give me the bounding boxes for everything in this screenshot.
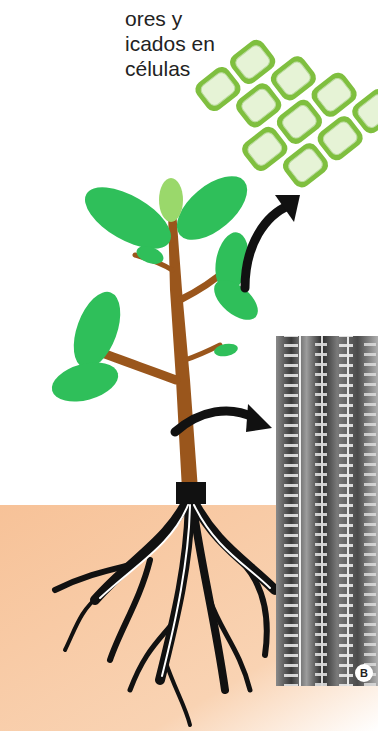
leaf-bud <box>159 178 183 222</box>
leaves <box>65 286 130 375</box>
leaves <box>47 164 264 408</box>
plant-cell <box>233 43 271 80</box>
stem <box>95 210 228 490</box>
root-collar <box>176 482 206 504</box>
panel-letter: B <box>360 668 368 679</box>
root-highlight <box>100 505 270 676</box>
plant-cell <box>280 103 318 140</box>
plant-cell <box>286 147 324 184</box>
leaves <box>213 342 239 358</box>
roots <box>210 600 250 690</box>
text-fragment: células <box>125 58 190 79</box>
micrograph <box>276 336 378 686</box>
pointer-arrow <box>245 205 290 288</box>
root-highlight <box>162 505 190 676</box>
pointer-arrow <box>175 411 255 432</box>
micrograph <box>347 336 349 686</box>
roots <box>55 495 275 725</box>
plant-cell <box>239 87 277 124</box>
text-fragment: ores y <box>125 8 182 29</box>
micrograph <box>276 336 378 686</box>
stem <box>168 210 198 490</box>
arrow-head <box>275 195 300 222</box>
roots <box>55 565 130 590</box>
root-highlight <box>100 505 188 598</box>
micrograph <box>321 336 323 686</box>
pointer-arrow <box>175 205 290 432</box>
arrow-head <box>246 404 272 432</box>
text-fragment: icados en <box>125 33 215 54</box>
roots <box>65 595 100 650</box>
roots <box>160 495 190 680</box>
plant-cell <box>356 92 378 129</box>
plant-cell <box>321 120 359 157</box>
plant-cell <box>199 70 237 107</box>
cell-grid <box>192 0 378 205</box>
plant-cell <box>192 0 378 205</box>
roots <box>110 560 150 660</box>
leaves <box>47 356 122 408</box>
plant-cell <box>274 60 312 97</box>
leaves <box>134 243 166 268</box>
roots <box>165 660 190 725</box>
leaves <box>207 273 265 328</box>
micrograph <box>299 336 301 686</box>
micrograph <box>276 336 378 686</box>
plant-cell <box>315 76 353 113</box>
plant-cell <box>349 85 378 136</box>
micrograph <box>355 664 373 682</box>
plant-cell <box>246 130 284 167</box>
root-highlight <box>194 505 270 588</box>
roots <box>130 620 175 690</box>
